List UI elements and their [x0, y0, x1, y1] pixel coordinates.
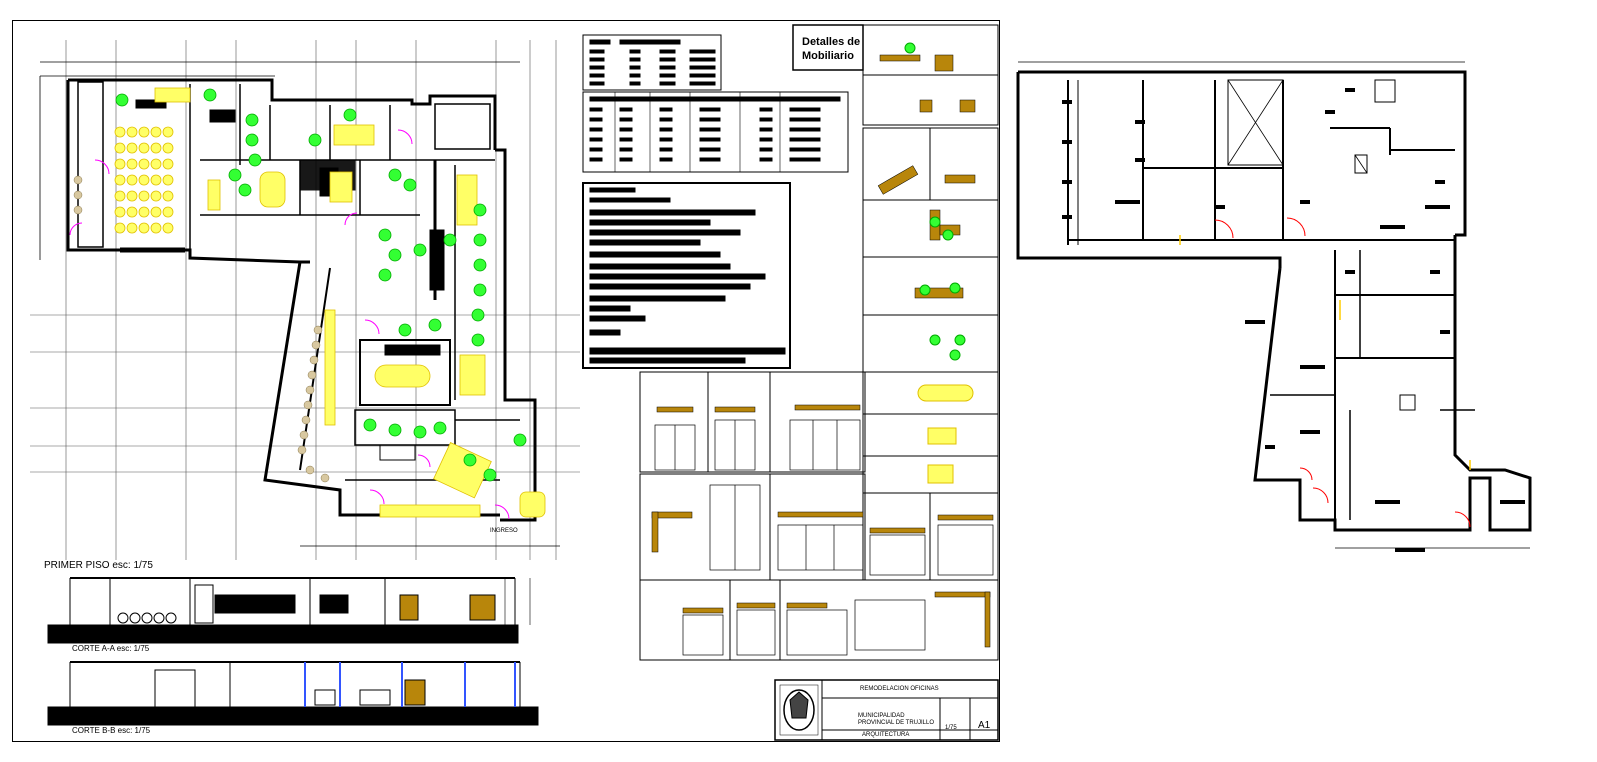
doors-layer — [69, 129, 510, 520]
furniture-details-title-line2: Mobiliario — [802, 50, 854, 62]
schedule-tables — [582, 34, 849, 369]
first-floor-plan-label: PRIMER PISO esc: 1/75 — [44, 560, 153, 571]
section-b-b-label: CORTE B-B esc: 1/75 — [72, 726, 151, 735]
client-line2: PROVINCIAL DE TRUJILLO — [858, 720, 935, 726]
furniture-layer — [114, 87, 546, 518]
plants-layer — [115, 88, 527, 482]
section-a-a — [47, 577, 531, 644]
sheet-frame — [12, 20, 1000, 742]
scale-label: 1/75 — [945, 725, 957, 731]
project-name: REMODELACION OFICINAS — [860, 686, 939, 692]
title-block-frame — [774, 679, 999, 741]
first-floor-plan — [30, 40, 580, 560]
section-b-b — [47, 661, 539, 726]
detail-panels — [639, 24, 999, 661]
sheet-number: A1 — [978, 720, 991, 731]
furniture-details-title-line1: Detalles de — [802, 36, 861, 48]
section-a-a-label: CORTE A-A esc: 1/75 — [72, 644, 150, 653]
gravel-strip — [73, 175, 330, 483]
entrance-label: INGRESO — [490, 528, 518, 534]
existing-floor-plan — [1016, 61, 1532, 552]
discipline-label: ARQUITECTURA — [862, 732, 910, 738]
client-line1: MUNICIPALIDAD — [858, 713, 905, 719]
